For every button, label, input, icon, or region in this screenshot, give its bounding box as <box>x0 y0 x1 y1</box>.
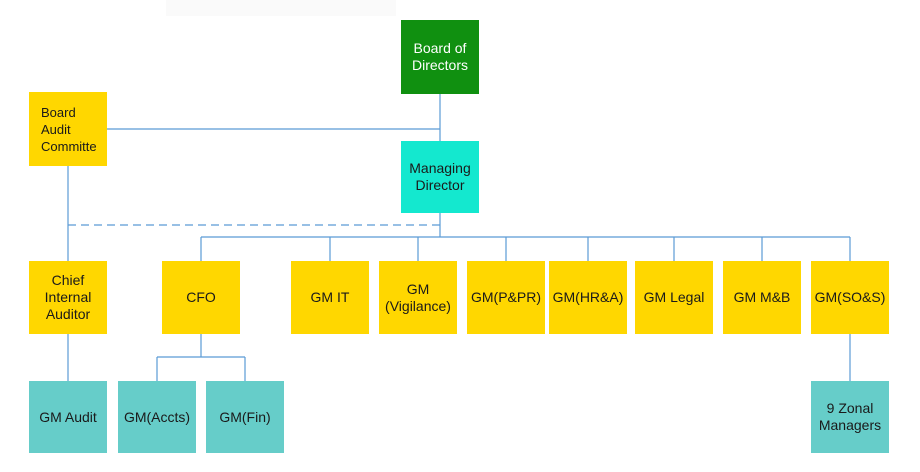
gm-vigilance-box: GM (Vigilance) <box>379 261 457 334</box>
department-label: GM M&B <box>733 289 791 305</box>
chief-internal-auditor-box: Chief Internal Auditor <box>29 261 107 334</box>
gm-fin-box: GM(Fin) <box>206 381 284 453</box>
department-label: Chief Internal Auditor <box>44 272 92 322</box>
sub-unit-label: 9 Zonal Managers <box>818 400 882 433</box>
board-audit-committee-box: Board Audit Committe <box>29 92 107 166</box>
gm-legal-box: GM Legal <box>635 261 713 334</box>
gm-hra-box: GM(HR&A) <box>549 261 627 334</box>
sub-unit-label: GM(Fin) <box>219 408 271 425</box>
sub-unit-label: GM Audit <box>39 408 97 425</box>
gm-sos-box: GM(SO&S) <box>811 261 889 334</box>
board-of-directors-label: Board of Directors <box>411 40 468 73</box>
department-label: GM (Vigilance) <box>385 280 451 314</box>
department-label: GM Legal <box>643 289 705 305</box>
department-label: GM(P&PR) <box>471 289 541 305</box>
gm-ppr-box: GM(P&PR) <box>467 261 545 334</box>
gm-mb-box: GM M&B <box>723 261 801 334</box>
cfo-box: CFO <box>162 261 240 334</box>
board-audit-committee-label: Board Audit Committe <box>41 104 97 154</box>
board-of-directors-box: Board of Directors <box>401 20 479 94</box>
gm-it-box: GM IT <box>291 261 369 334</box>
managing-director-label: Managing Director <box>409 160 471 193</box>
department-label: GM(HR&A) <box>552 289 624 305</box>
top-strip <box>166 0 396 16</box>
department-label: CFO <box>186 289 216 305</box>
department-label: GM(SO&S) <box>814 289 886 305</box>
managing-director-box: Managing Director <box>401 141 479 213</box>
department-label: GM IT <box>310 289 350 305</box>
gm-accts-box: GM(Accts) <box>118 381 196 453</box>
zonal-managers-box: 9 Zonal Managers <box>811 381 889 453</box>
sub-unit-label: GM(Accts) <box>123 408 191 425</box>
gm-audit-box: GM Audit <box>29 381 107 453</box>
